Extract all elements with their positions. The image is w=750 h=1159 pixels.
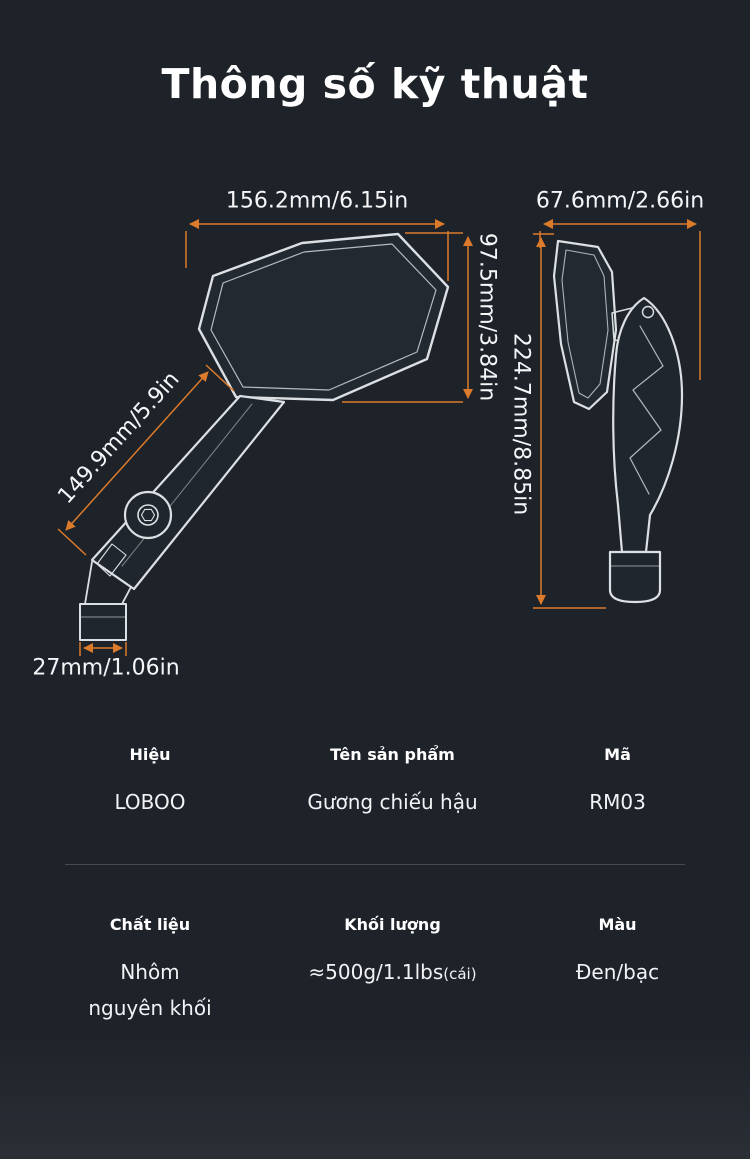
spec-row-identity: Hiệu LOBOO Tên sản phẩm Gương chiếu hậu …	[65, 745, 685, 820]
spec-value-text: Gương chiếu hậu	[307, 790, 478, 814]
spec-label-brand: Hiệu	[129, 745, 171, 764]
spec-label-material: Chất liệu	[109, 915, 191, 934]
spec-value-material: Nhôm nguyên khối	[86, 954, 214, 1026]
spec-value-product-name: Gương chiếu hậu	[235, 784, 550, 820]
spec-row-material: Chất liệu Nhôm nguyên khối Khối lượng ≈5…	[65, 915, 685, 1026]
spec-table: Hiệu LOBOO Tên sản phẩm Gương chiếu hậu …	[65, 745, 685, 1026]
dim-front-width-label: 67.6mm/2.66in	[535, 188, 705, 214]
spec-value-weight: ≈500g/1.1lbs(cái)	[235, 954, 550, 990]
dimension-annotations	[57, 219, 701, 656]
spec-label-product-name: Tên sản phẩm	[330, 745, 455, 764]
spec-value-text: ≈500g/1.1lbs	[308, 960, 444, 984]
spec-cell-model-code: Mã RM03	[550, 745, 685, 820]
dim-clamp-diameter-label: 27mm/1.06in	[32, 655, 180, 681]
spec-value-color: Đen/bạc	[550, 954, 685, 990]
spec-label-model-code: Mã	[604, 745, 631, 764]
spec-cell-weight: Khối lượng ≈500g/1.1lbs(cái)	[235, 915, 550, 990]
dim-mirror-width-label: 156.2mm/6.15in	[225, 188, 409, 214]
spec-value-model-code: RM03	[550, 784, 685, 820]
dim-total-height-label: 224.7mm/8.85in	[508, 332, 534, 516]
spec-cell-color: Màu Đen/bạc	[550, 915, 685, 990]
mirror-front-view	[552, 239, 684, 604]
spec-value-brand: LOBOO	[65, 784, 235, 820]
spec-value-text: Nhôm nguyên khối	[88, 960, 212, 1020]
table-divider	[65, 864, 685, 865]
page-title: Thông số kỹ thuật	[161, 60, 589, 108]
dim-mirror-height-label: 97.5mm/3.84in	[474, 232, 500, 402]
spec-cell-brand: Hiệu LOBOO	[65, 745, 235, 820]
spec-label-color: Màu	[598, 915, 637, 934]
spec-value-suffix: (cái)	[443, 965, 477, 983]
spec-value-text: RM03	[589, 790, 646, 814]
spec-value-text: Đen/bạc	[575, 960, 660, 984]
spec-cell-product-name: Tên sản phẩm Gương chiếu hậu	[235, 745, 550, 820]
spec-label-weight: Khối lượng	[344, 915, 441, 934]
spec-cell-material: Chất liệu Nhôm nguyên khối	[65, 915, 235, 1026]
spec-value-text: LOBOO	[114, 790, 186, 814]
